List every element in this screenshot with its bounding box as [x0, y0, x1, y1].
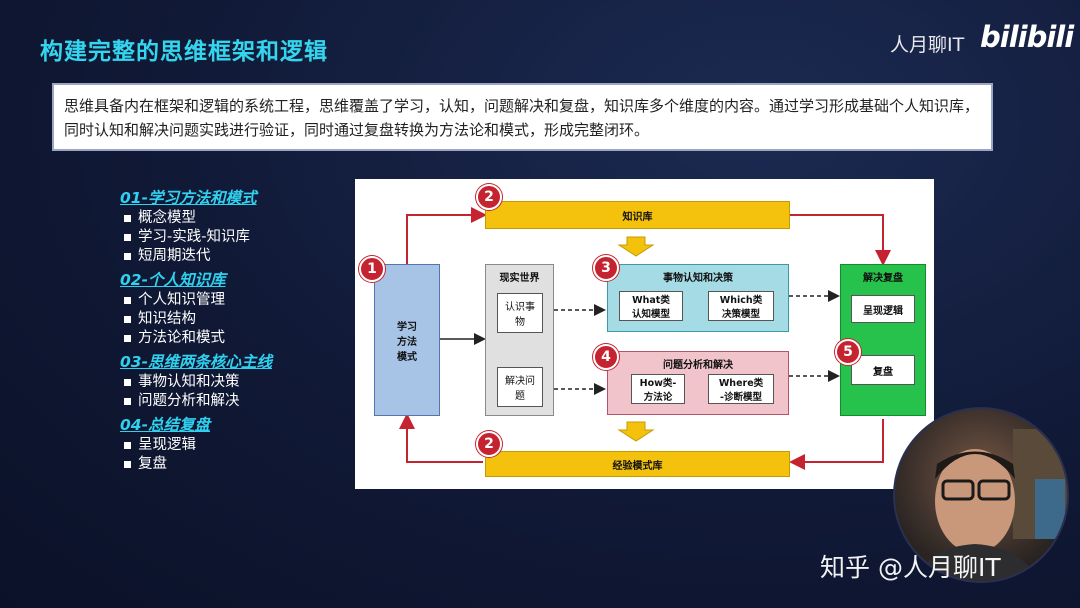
review-label: 解决复盘 — [863, 273, 903, 284]
solve-problems-box: 解决问 题 — [497, 367, 543, 407]
page-title: 构建完整的思维框架和逻辑 — [40, 39, 328, 65]
step-badge: 2 — [476, 184, 502, 210]
outline-section-title: 02-个人知识库 — [120, 271, 226, 289]
summary-text: 思维具备内在框架和逻辑的系统工程，思维覆盖了学习，认知，问题解决和复盘，知识库多… — [64, 97, 980, 139]
outline-item: 短周期迭代 — [120, 247, 330, 266]
channel-watermark: 人月聊IT — [890, 34, 965, 56]
step-badge: 3 — [593, 255, 619, 281]
what-model-box: What类 认知模型 — [619, 291, 683, 321]
outline-item: 概念模型 — [120, 209, 330, 228]
outline-item: 方法论和模式 — [120, 329, 330, 348]
outline-list: 01-学习方法和模式 概念模型 学习-实践-知识库 短周期迭代 02-个人知识库… — [120, 184, 330, 474]
recap-box: 复盘 — [851, 355, 915, 385]
outline-item: 事物认知和决策 — [120, 373, 330, 392]
step-badge: 5 — [835, 339, 861, 365]
outline-section-title: 04-总结复盘 — [120, 416, 211, 434]
summary-box: 思维具备内在框架和逻辑的系统工程，思维覆盖了学习，认知，问题解决和复盘，知识库多… — [52, 83, 993, 151]
real-world-label: 现实世界 — [499, 273, 540, 284]
step-badge: 2 — [476, 431, 502, 457]
outline-item: 学习-实践-知识库 — [120, 228, 330, 247]
how-model-box: How类- 方法论 — [631, 374, 685, 404]
outline-item: 呈现逻辑 — [120, 436, 330, 455]
know-things-box: 认识事 物 — [497, 293, 543, 333]
outline-item: 个人知识管理 — [120, 291, 330, 310]
outline-item: 复盘 — [120, 455, 330, 474]
outline-item: 问题分析和解决 — [120, 392, 330, 411]
cognition-decision-label: 事物认知和决策 — [663, 273, 733, 284]
outline-section-title: 01-学习方法和模式 — [120, 189, 257, 207]
bilibili-logo: bilibili — [980, 20, 1074, 54]
zhihu-watermark: 知乎 @人月聊IT — [820, 553, 1001, 582]
presenter-webcam — [893, 407, 1069, 583]
outline-item: 知识结构 — [120, 310, 330, 329]
outline-section-title: 03-思维两条核心主线 — [120, 353, 273, 371]
learning-method-box: 学习 方法 模式 — [374, 264, 440, 416]
experience-base-box: 经验模式库 — [485, 451, 790, 477]
diagram-connectors — [399, 207, 891, 470]
problem-solving-label: 问题分析和解决 — [663, 360, 733, 371]
knowledge-base-box: 知识库 — [485, 201, 790, 229]
thinking-framework-diagram: 知识库 经验模式库 学习 方法 模式 现实世界 认识事 物 解决问 题 事物认知… — [355, 179, 934, 489]
step-badge: 1 — [359, 256, 385, 282]
step-badge: 4 — [593, 344, 619, 370]
which-model-box: Which类 决策模型 — [708, 291, 774, 321]
where-model-box: Where类 -诊断模型 — [708, 374, 774, 404]
present-logic-box: 呈现逻辑 — [851, 295, 915, 323]
